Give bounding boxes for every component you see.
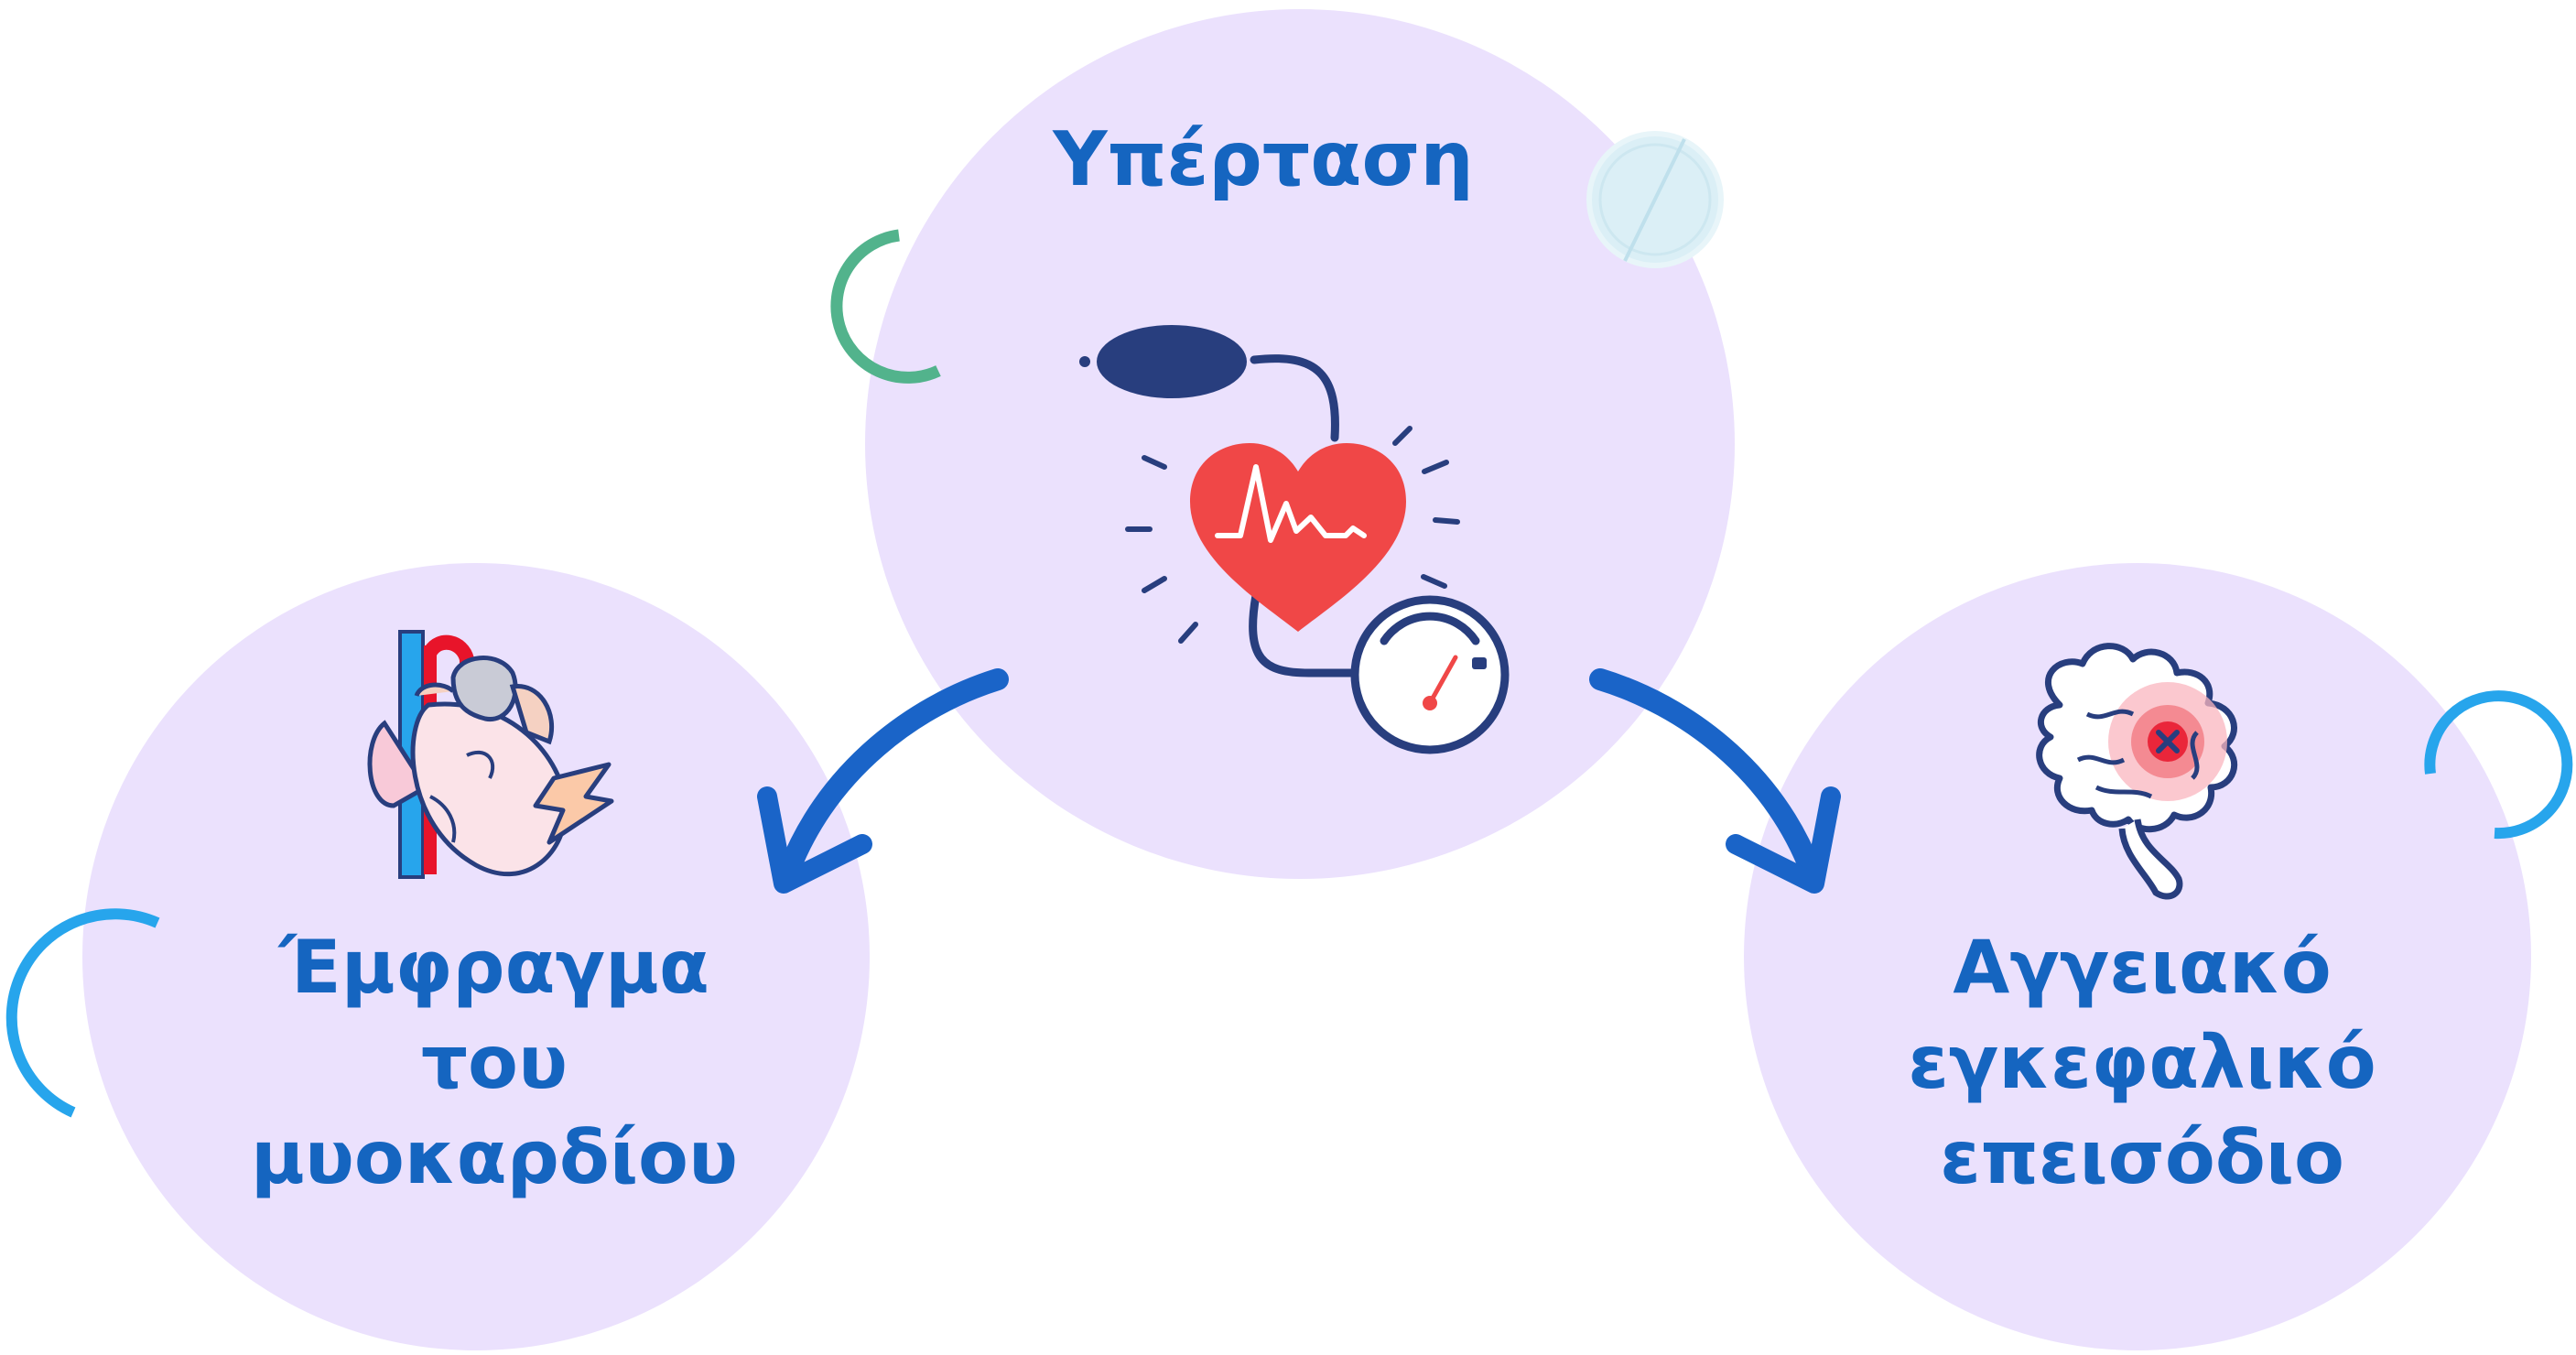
node-label-line: του <box>420 1020 568 1105</box>
blood-pressure-monitor-icon <box>1079 325 1510 754</box>
node-circle-top <box>865 9 1735 879</box>
node-label-top: Υπέρταση <box>989 114 1538 206</box>
arrow-to-left <box>757 668 1009 894</box>
heart-anatomy-icon <box>367 630 614 879</box>
node-label-right: Αγγειακό εγκεφαλικό επεισόδιο <box>1794 920 2490 1206</box>
decorative-ring-blue-right <box>2424 690 2573 840</box>
node-label-line: Έμφραγμα <box>279 925 709 1010</box>
node-label-line: εγκεφαλικό <box>1908 1020 2376 1105</box>
node-label-left: Έμφραγμα του μυοκαρδίου <box>146 920 842 1206</box>
brain-stroke-icon <box>2036 643 2238 900</box>
node-label-line: επεισόδιο <box>1940 1115 2344 1200</box>
arrow-to-right <box>1589 668 1841 894</box>
node-label-line: μυοκαρδίου <box>250 1115 739 1200</box>
node-circle-left <box>82 563 870 1350</box>
decorative-ring-green <box>830 229 941 384</box>
decorative-ring-blue-left <box>5 908 160 1118</box>
node-circle-right <box>1744 563 2531 1350</box>
pill-icon <box>1586 131 1724 268</box>
node-label-line: Αγγειακό <box>1953 925 2332 1010</box>
node-label-line: Υπέρταση <box>1053 116 1474 203</box>
